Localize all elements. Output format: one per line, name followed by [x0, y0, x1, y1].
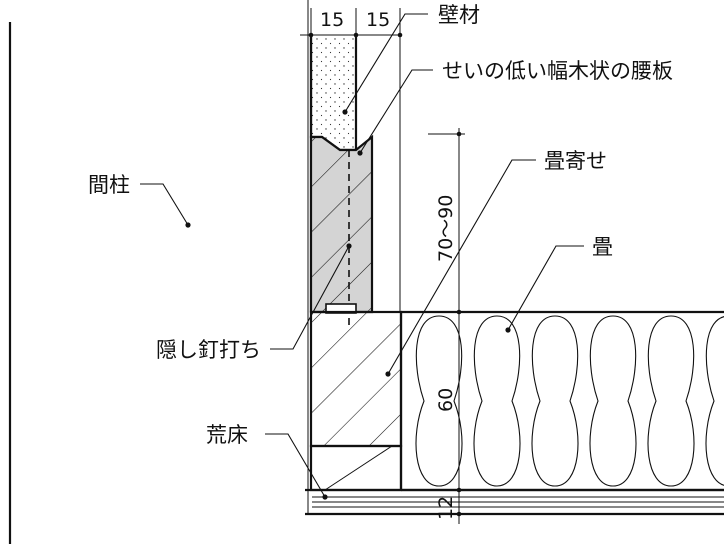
label-wall-material: 壁材 — [438, 3, 480, 27]
label-wainscot: せいの低い幅木状の腰板 — [442, 59, 673, 83]
dim-height-range: 70～90 — [435, 195, 457, 262]
tatami-loop — [415, 315, 463, 487]
label-hidden-nail: 隠し釘打ち — [156, 338, 261, 362]
leader-tatami-edge — [387, 159, 536, 375]
label-tatami-edge: 畳寄せ — [544, 149, 607, 173]
tatami-loop — [647, 315, 695, 487]
dim-wall-right: 15 — [366, 9, 390, 31]
tatami-edge-block — [309, 310, 403, 448]
tatami-straw-loops — [415, 315, 724, 487]
dim-tatami-thickness: 60 — [435, 388, 457, 412]
leader-wainscot — [359, 69, 433, 154]
leader-post — [140, 183, 189, 226]
tatami-loop — [473, 315, 521, 487]
leader-subfloor — [265, 433, 326, 498]
label-post: 間柱 — [88, 173, 130, 197]
label-tatami: 畳 — [592, 235, 613, 259]
leader-hidden-nail — [270, 245, 350, 350]
label-subfloor: 荒床 — [206, 423, 248, 447]
tatami-loop — [531, 315, 579, 487]
leader-tatami — [507, 245, 584, 331]
wainscot-board — [309, 134, 374, 314]
lower-blocking — [309, 444, 403, 492]
leader-wall-material — [344, 13, 428, 113]
subfloor — [305, 488, 724, 516]
tatami-loop — [589, 315, 637, 487]
dim-subfloor-thickness: 12 — [435, 496, 457, 520]
dim-wall-left: 15 — [320, 9, 344, 31]
tatami-loop — [705, 316, 724, 486]
